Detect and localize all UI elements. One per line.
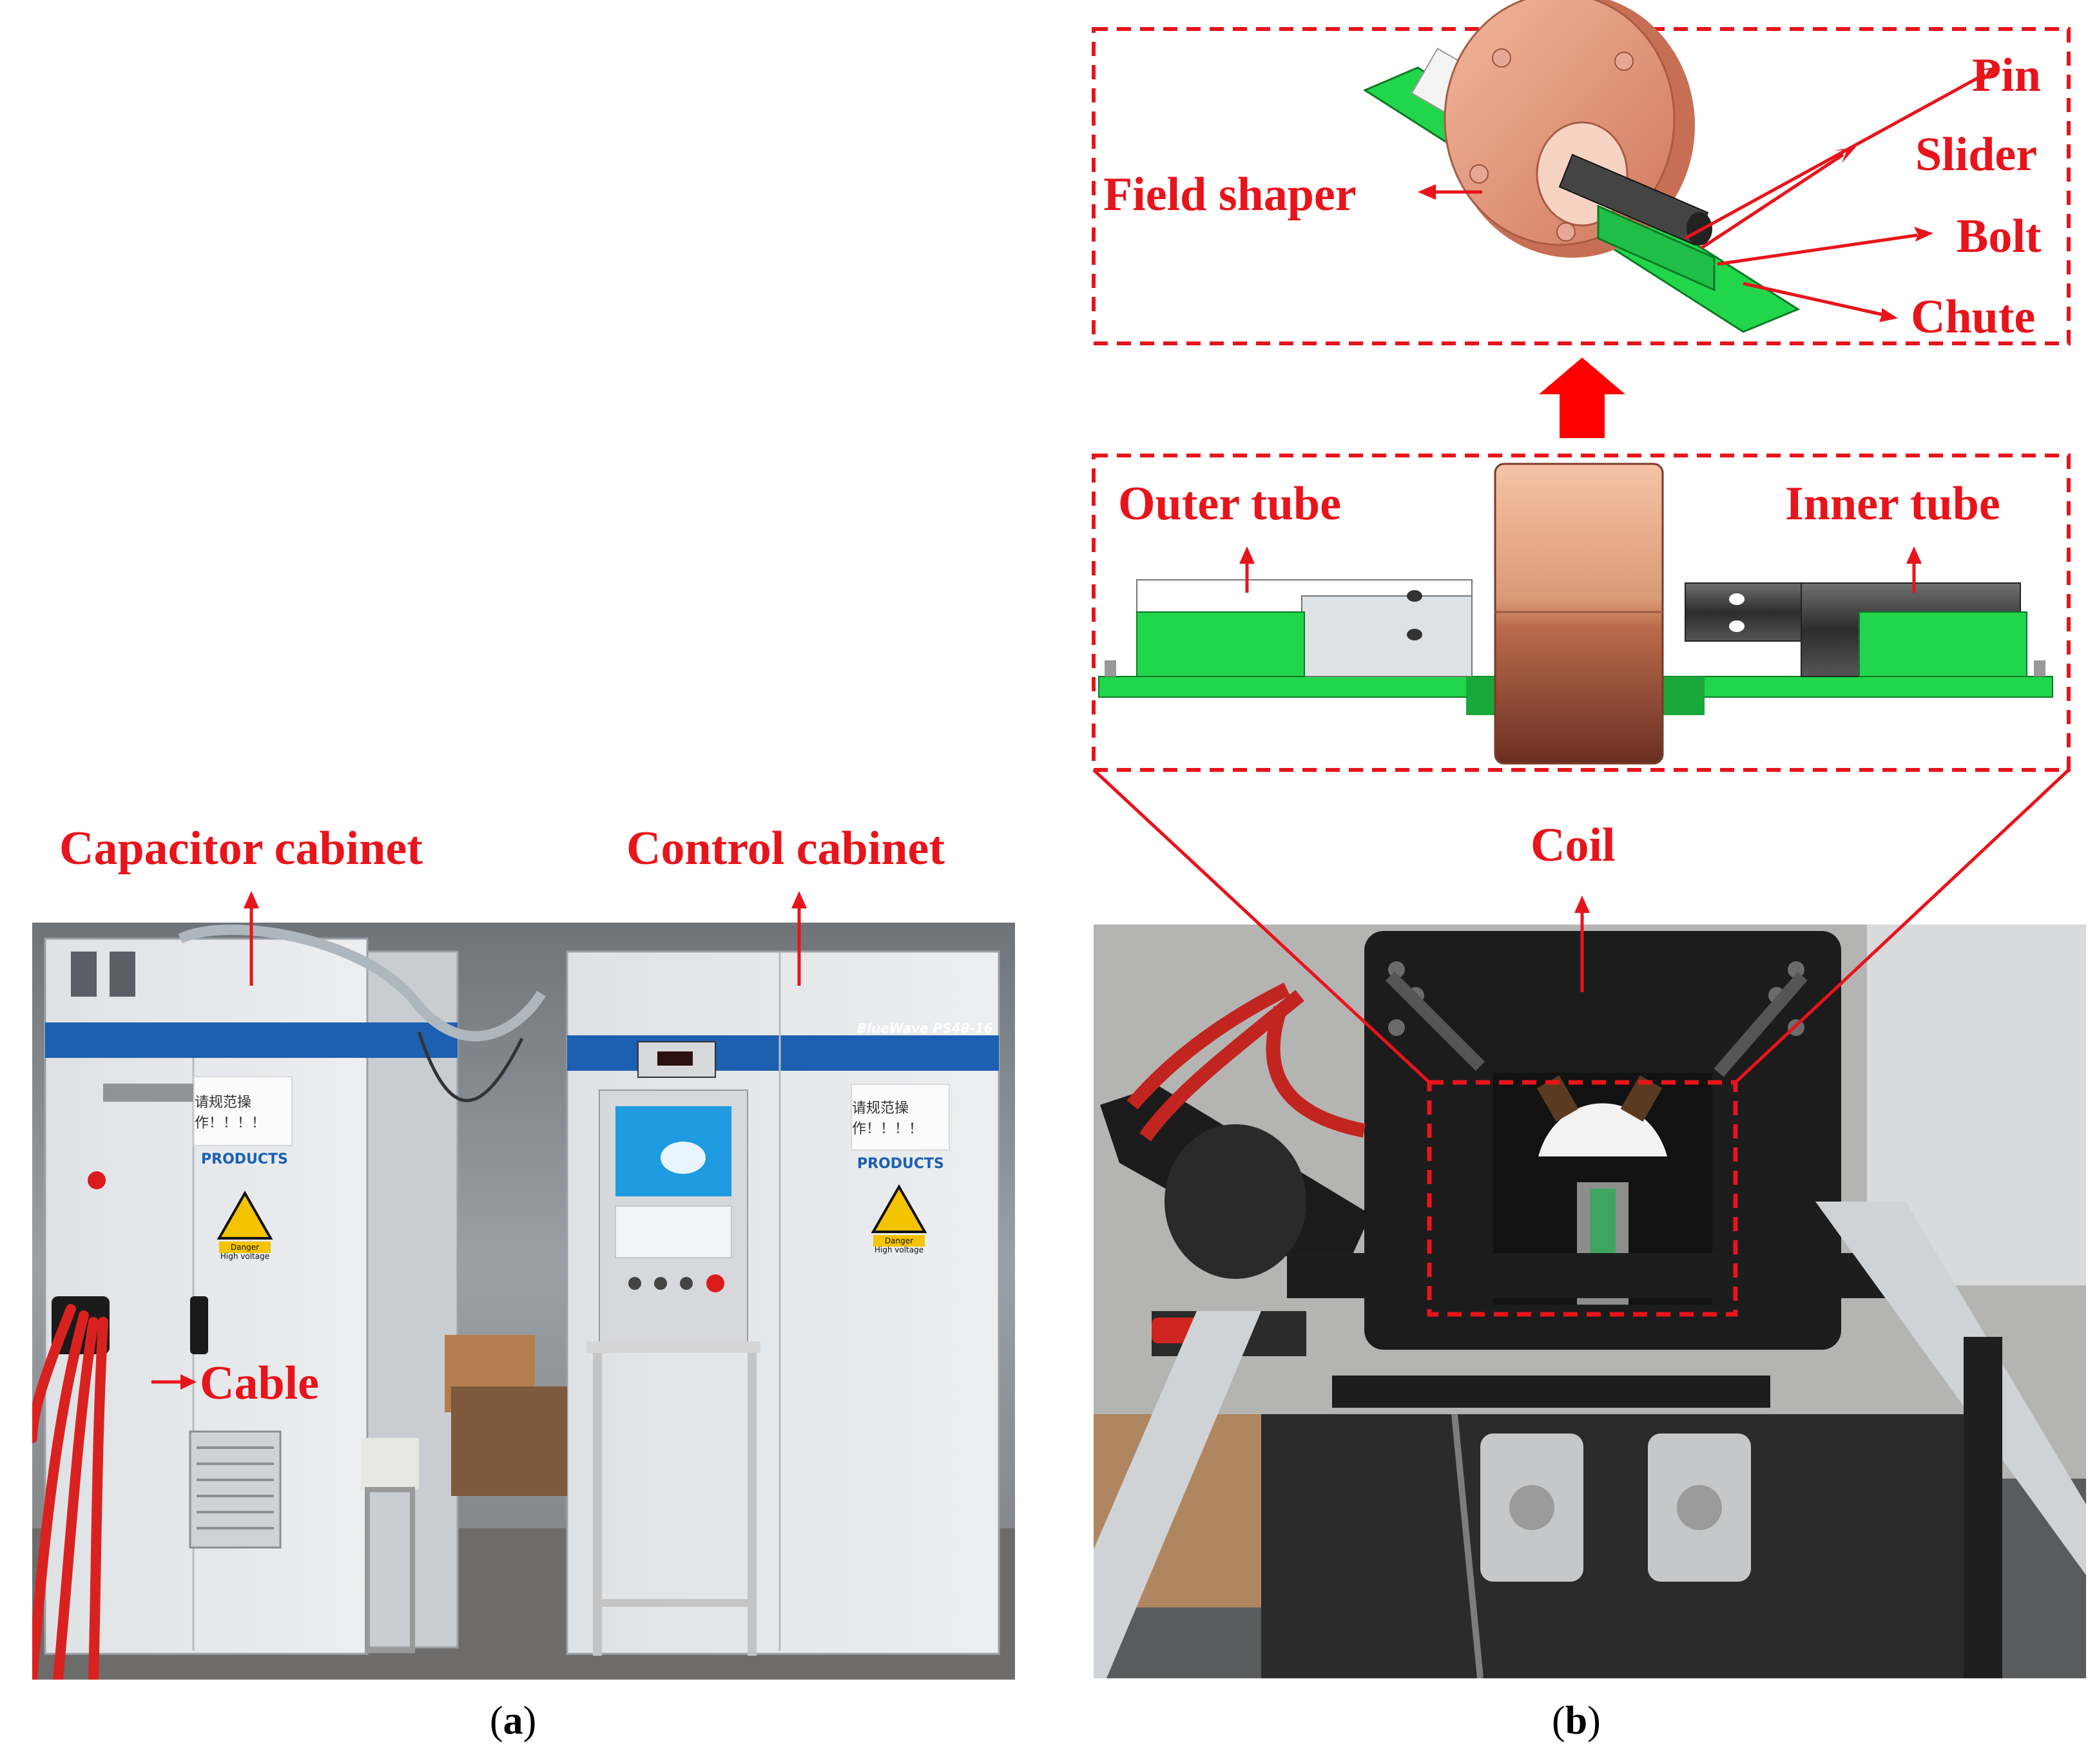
- label-outer-tube: Outer tube: [1118, 477, 1342, 530]
- label-inner-tube: Inner tube: [1785, 477, 2000, 530]
- label-coil: Coil: [1531, 819, 1616, 872]
- label-cable: Cable: [200, 1357, 319, 1410]
- field-shaper-illustration: [1362, 0, 1801, 333]
- caption-a-letter: a: [503, 1699, 523, 1743]
- label-control-cabinet: Control cabinet: [626, 822, 945, 875]
- panel-a-photo-illustration: [32, 923, 1015, 1680]
- caption-b-letter: b: [1565, 1699, 1588, 1743]
- label-pin: Pin: [1972, 49, 2041, 102]
- panel-a-photo: 请规范操作！！！！ 请规范操作！！！！ PRODUCTS PRODUCTS Bl…: [32, 923, 1015, 1680]
- caption-a: (a): [490, 1699, 537, 1743]
- label-field-shaper: Field shaper: [1103, 168, 1357, 221]
- notice-sign-right: 请规范操作！！！！: [851, 1084, 950, 1151]
- warning-sign-right-text: Danger High voltage: [874, 1236, 924, 1254]
- panel-b-photo-illustration: [1094, 925, 2086, 1678]
- label-capacitor-cabinet: Capacitor cabinet: [59, 822, 423, 875]
- warning-sign-left-text: Danger High voltage: [220, 1243, 270, 1261]
- brand-label-right: PRODUCTS: [857, 1156, 944, 1172]
- notice-sign-left: 请规范操作！！！！: [193, 1076, 293, 1146]
- label-slider: Slider: [1915, 128, 2038, 181]
- label-chute: Chute: [1911, 291, 2036, 343]
- caption-b: (b): [1552, 1699, 1601, 1743]
- model-label: BlueWave PS48-16: [857, 1021, 993, 1036]
- panel-b-photo: [1094, 925, 2086, 1678]
- up-arrow: [1539, 358, 1625, 438]
- label-bolt: Bolt: [1957, 210, 2042, 263]
- brand-label-left: PRODUCTS: [201, 1151, 288, 1167]
